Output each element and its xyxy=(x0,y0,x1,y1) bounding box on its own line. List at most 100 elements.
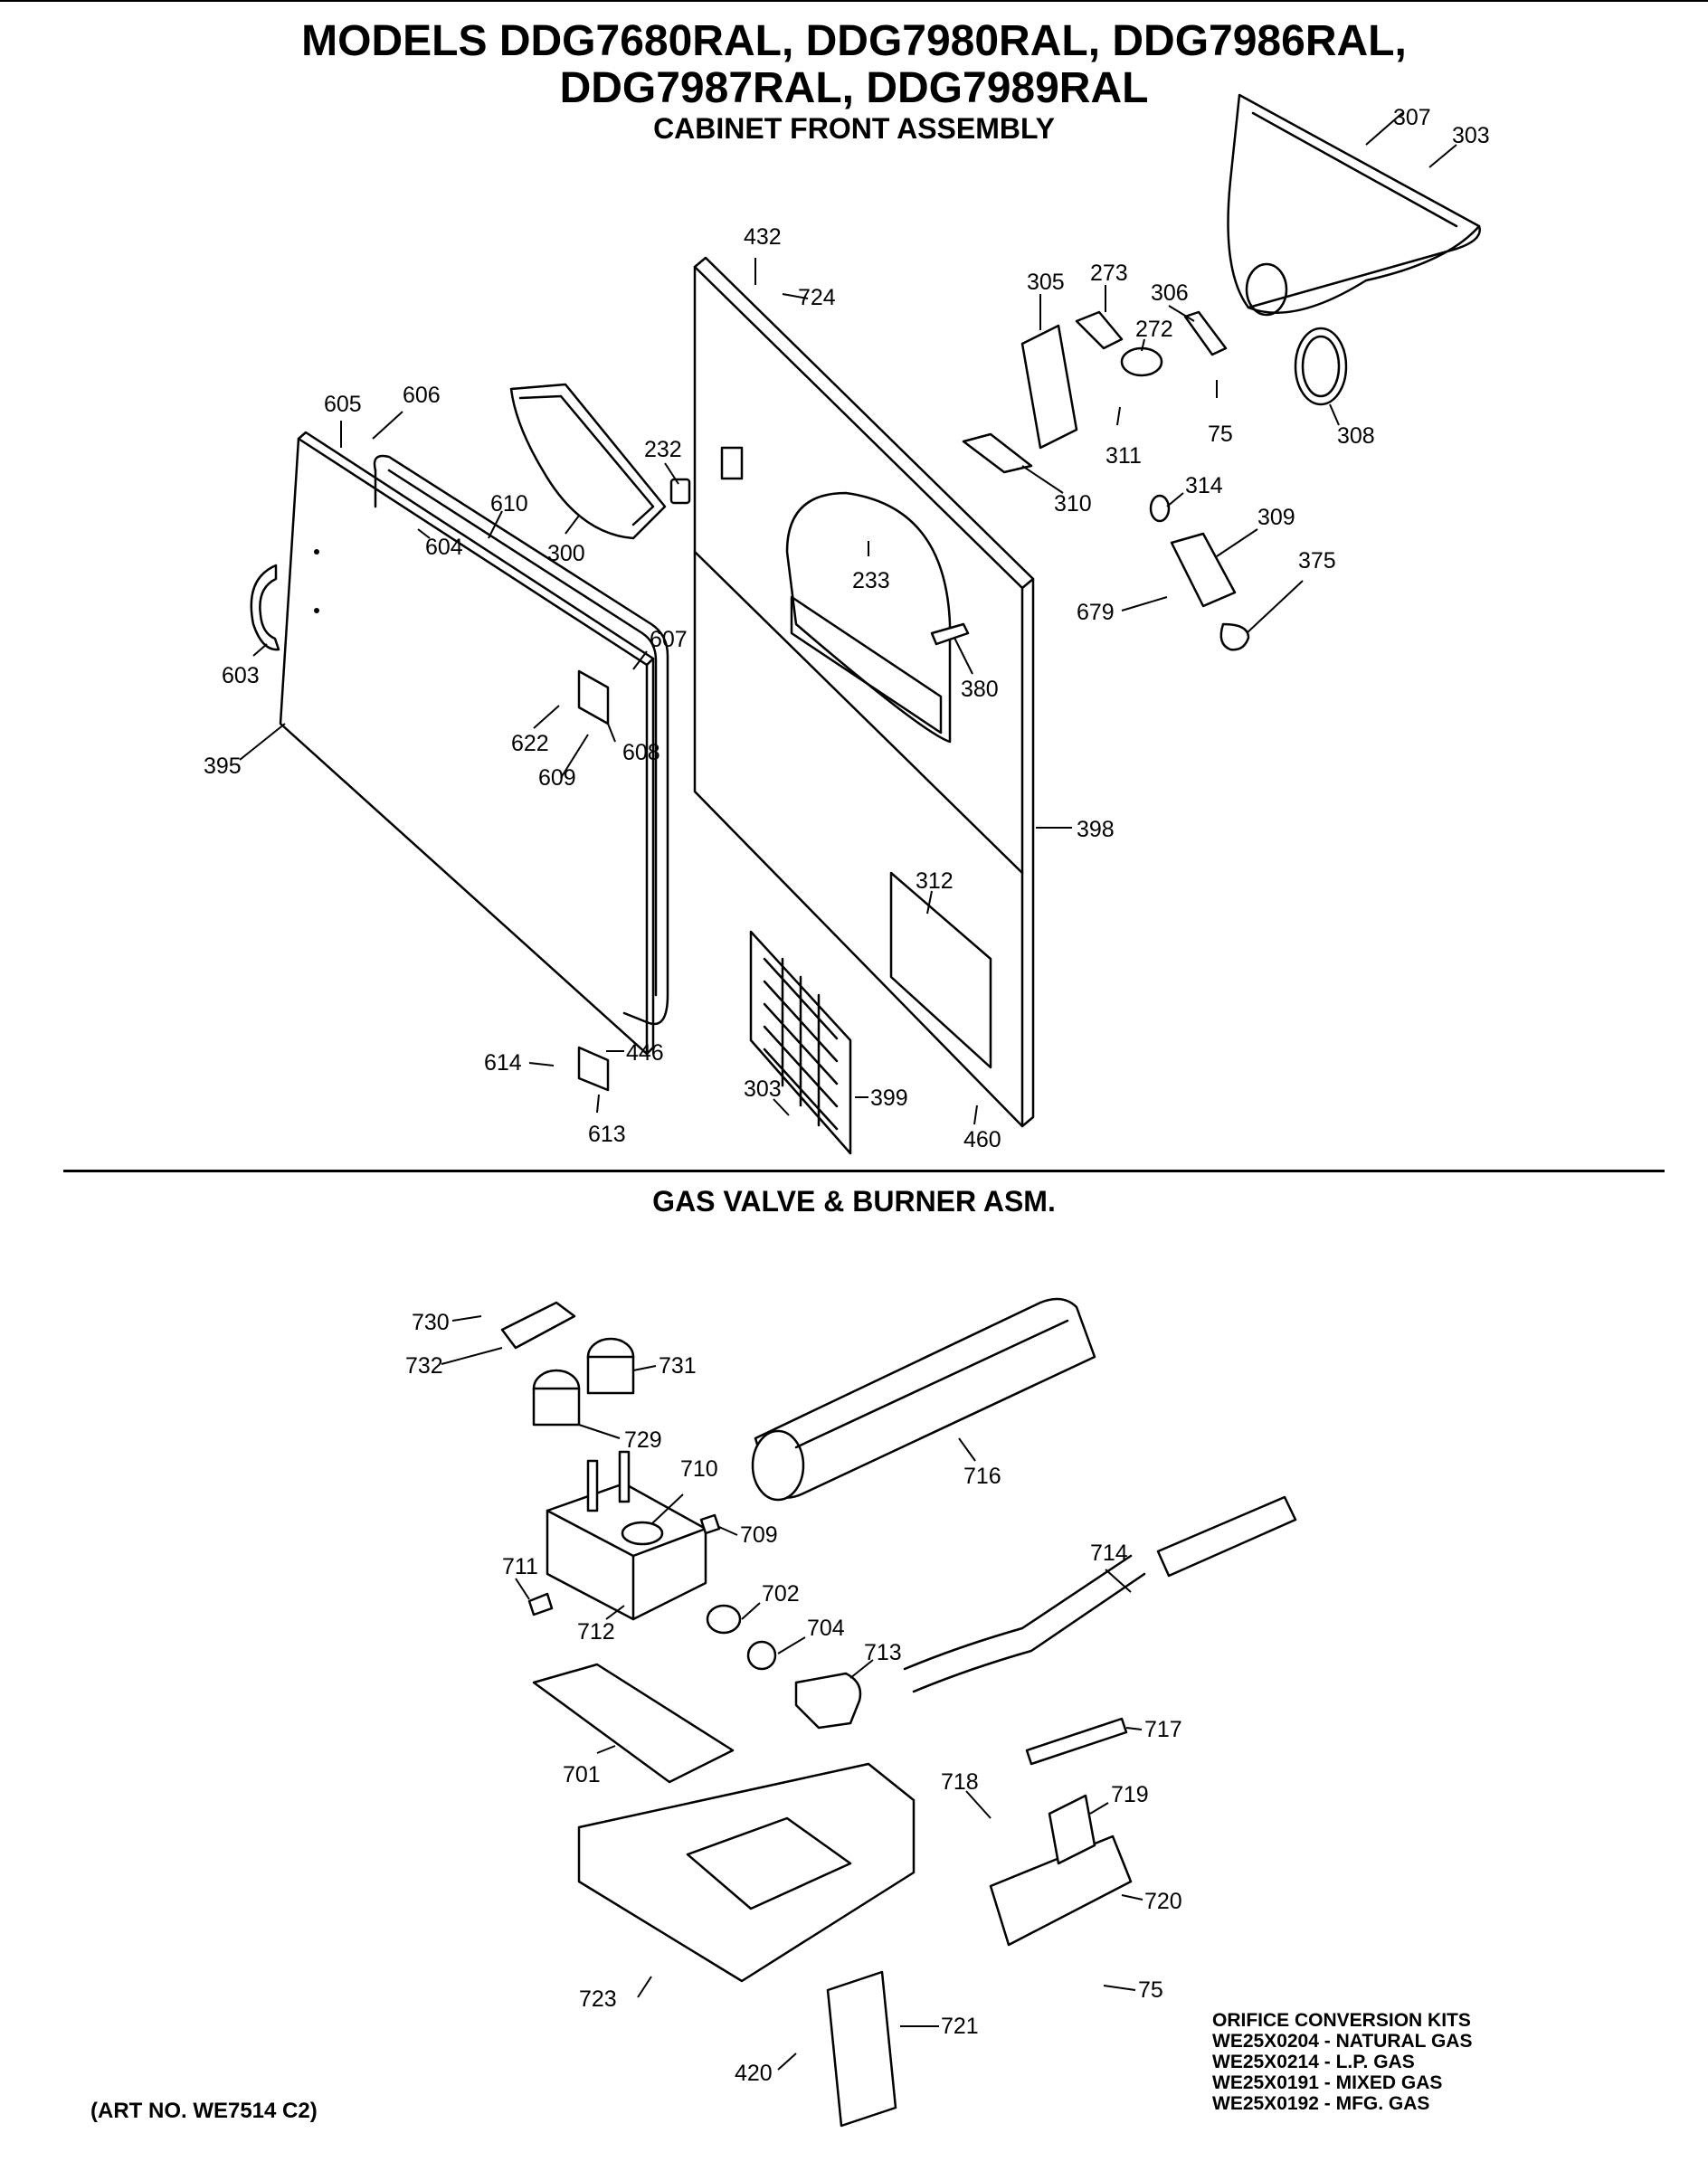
part-label: 75 xyxy=(1208,422,1233,447)
part-label: 717 xyxy=(1144,1717,1182,1742)
fitting-702-drawing xyxy=(706,1604,742,1635)
orifice-kits-block: ORIFICE CONVERSION KITS WE25X0204 - NATU… xyxy=(1212,2010,1472,2114)
knob-375-drawing xyxy=(1219,622,1250,651)
seal-308-inner-drawing xyxy=(1301,335,1341,398)
part-label: 303 xyxy=(1452,123,1490,148)
bracket-701-drawing xyxy=(532,1663,735,1784)
sensor-717-drawing xyxy=(1025,1717,1128,1766)
part-label: 714 xyxy=(1090,1541,1128,1566)
bracket-732-drawing xyxy=(500,1301,576,1350)
elbow-713-drawing xyxy=(794,1672,862,1730)
part-label: 709 xyxy=(740,1522,778,1548)
part-label: 608 xyxy=(622,740,660,765)
part-label: 712 xyxy=(577,1619,615,1645)
part-label: 732 xyxy=(405,1353,443,1379)
part-label: 702 xyxy=(762,1581,800,1607)
seal-308-drawing xyxy=(1294,327,1348,406)
models-title-line-2: DDG7987RAL, DDG7989RAL xyxy=(559,64,1149,112)
hinge-613-drawing xyxy=(577,1046,610,1092)
part-label: 446 xyxy=(626,1040,664,1066)
part-label: 704 xyxy=(807,1616,845,1641)
burner-tube-drawing xyxy=(751,1297,1096,1502)
orifice-kit-row: WE25X0192 - MFG. GAS xyxy=(1212,2093,1430,2114)
shield-721-drawing xyxy=(826,1970,897,2128)
part-label: 273 xyxy=(1090,261,1128,286)
bracket-273-drawing xyxy=(1075,310,1124,350)
orifice-kit-row: WE25X0214 - L.P. GAS xyxy=(1212,2052,1415,2072)
part-label: 398 xyxy=(1077,817,1115,842)
bulb-314-drawing xyxy=(1149,494,1171,523)
part-label: 718 xyxy=(941,1769,979,1795)
part-label: 308 xyxy=(1337,423,1375,449)
part-label: 713 xyxy=(864,1640,902,1665)
part-label: 730 xyxy=(412,1310,450,1335)
burner-labels: 730 732 731 729 716 710 709 711 714 702 … xyxy=(405,1310,1182,2086)
part-label: 604 xyxy=(425,535,463,560)
bulkhead-drawing xyxy=(1227,93,1481,317)
cabinet-labels: 432 724 305 273 306 307 303 272 605 606 … xyxy=(204,105,1490,1152)
gas-pipe-drawing xyxy=(903,1495,1297,1693)
part-label: 609 xyxy=(538,765,576,791)
section-divider xyxy=(63,1170,1665,1172)
burner-frame-drawing xyxy=(577,1762,916,1983)
grille-drawing xyxy=(749,930,852,1155)
art-number: (ART NO. WE7514 C2) xyxy=(90,2099,318,2123)
part-label: 395 xyxy=(204,754,242,779)
plug-711-drawing xyxy=(527,1592,554,1616)
part-label: 307 xyxy=(1393,105,1431,130)
door-seal-drawing xyxy=(373,454,669,1026)
part-label: 731 xyxy=(659,1353,697,1379)
part-label: 306 xyxy=(1151,280,1189,306)
part-label: 710 xyxy=(680,1456,718,1482)
part-label: 721 xyxy=(941,2014,979,2039)
part-label: 724 xyxy=(798,285,836,310)
screw-380-drawing xyxy=(930,622,970,646)
part-label: 305 xyxy=(1027,270,1065,295)
part-label: 729 xyxy=(624,1427,662,1453)
burner-leaders xyxy=(441,1315,1143,2071)
part-label: 311 xyxy=(1105,443,1142,469)
cabinet-front-assembly-heading: CABINET FRONT ASSEMBLY xyxy=(653,112,1055,145)
orifice-kit-row: WE25X0191 - MIXED GAS xyxy=(1212,2072,1443,2093)
part-label: 399 xyxy=(870,1086,908,1111)
models-title-line-1: MODELS DDG7680RAL, DDG7980RAL, DDG7986RA… xyxy=(301,17,1407,65)
part-label: 716 xyxy=(963,1464,1001,1489)
door-handle-drawing xyxy=(250,564,280,651)
part-label: 420 xyxy=(735,2061,773,2086)
coil-731-body-drawing xyxy=(586,1355,635,1395)
part-label: 303 xyxy=(744,1076,782,1102)
part-label: 607 xyxy=(650,627,688,652)
part-label: 701 xyxy=(563,1762,601,1787)
part-label: 309 xyxy=(1257,505,1295,530)
top-rule xyxy=(0,0,1708,2)
front-panel-drawing xyxy=(693,256,1035,1128)
gas-valve-body-drawing xyxy=(546,1450,707,1621)
part-label: 75 xyxy=(1138,1977,1163,2003)
coil-729-body-drawing xyxy=(532,1387,581,1427)
part-label: 606 xyxy=(403,383,441,408)
part-label: 613 xyxy=(588,1122,626,1147)
part-label: 375 xyxy=(1298,548,1336,574)
bracket-305-drawing xyxy=(1020,324,1078,450)
part-label: 679 xyxy=(1077,600,1115,625)
part-label: 603 xyxy=(222,663,260,688)
orifice-kits-title: ORIFICE CONVERSION KITS xyxy=(1212,2010,1471,2031)
part-label: 622 xyxy=(511,731,549,756)
part-label: 614 xyxy=(484,1050,522,1076)
clip-232-drawing xyxy=(669,478,691,505)
part-label: 723 xyxy=(579,1986,617,2012)
part-label: 605 xyxy=(324,392,362,417)
part-label: 610 xyxy=(490,491,528,517)
part-label: 711 xyxy=(502,1554,538,1579)
part-label: 300 xyxy=(547,541,585,566)
bracket-306-drawing xyxy=(1183,310,1228,356)
part-label: 312 xyxy=(916,868,954,894)
housing-309-drawing xyxy=(1170,532,1237,608)
part-label: 314 xyxy=(1185,473,1223,498)
door-panel-drawing xyxy=(279,431,655,1056)
part-label: 233 xyxy=(852,568,890,593)
plug-709-drawing xyxy=(699,1513,721,1535)
part-label: 232 xyxy=(644,437,682,462)
part-label: 432 xyxy=(744,224,782,250)
